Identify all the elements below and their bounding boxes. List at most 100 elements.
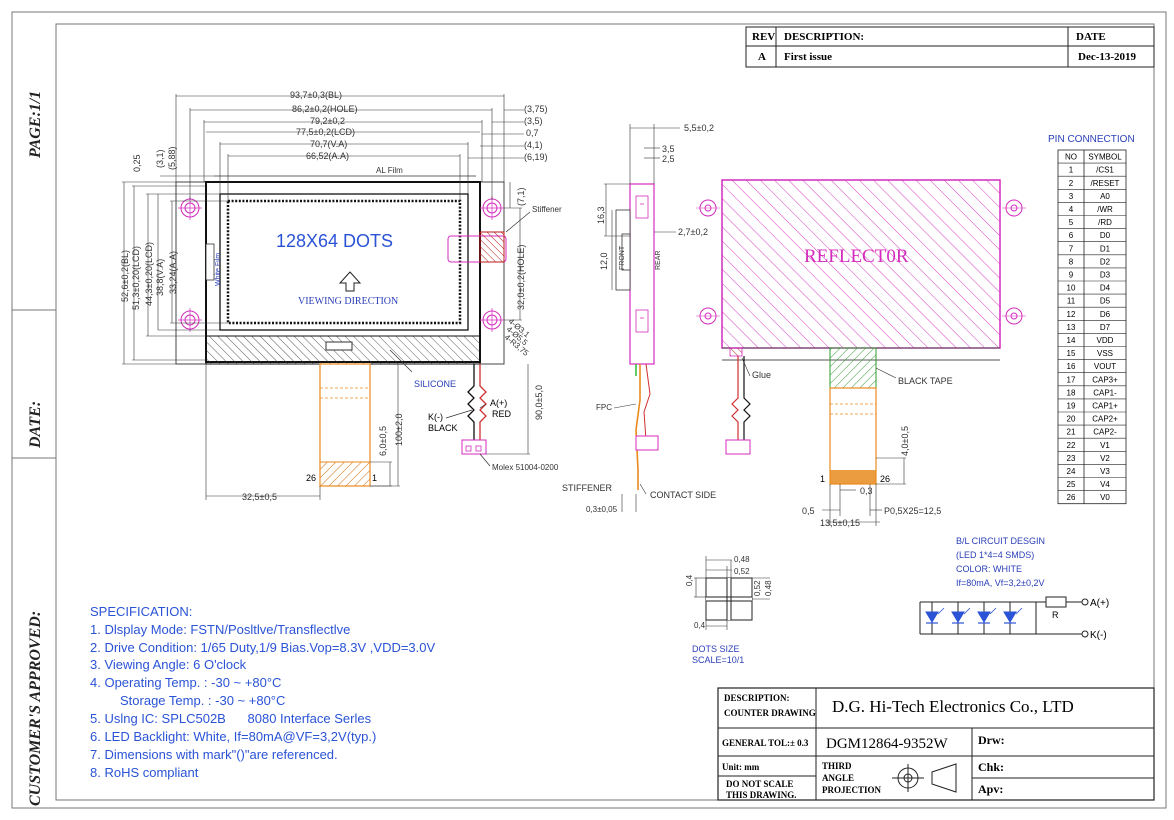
- dim-left-3: 38,8(V.A): [155, 259, 165, 296]
- rev-header: REV: [752, 31, 775, 43]
- rear-dim-2: 0,5: [802, 506, 815, 516]
- pin-number: 15: [1067, 349, 1076, 358]
- approved-label: CUSTOMER'S APPROVED:: [27, 611, 44, 806]
- rear-fpc-pin-first: 1: [820, 474, 825, 484]
- front-view: AL Film White Film 128X64 DOTS VIEWING D…: [120, 90, 562, 502]
- dim-left-1: 51,3±0,20(LCD): [131, 246, 141, 310]
- reflector-body: [721, 179, 1001, 349]
- dots-dim-5: 0,4: [694, 621, 706, 630]
- dim-small-left-2: (5,88): [167, 146, 177, 170]
- tb-apv: Apv:: [978, 782, 1003, 796]
- white-film-label: White Film: [215, 253, 222, 286]
- specification: SPECIFICATION: 1. Dlsplay Mode: FSTN/Pos…: [90, 604, 436, 780]
- stiffener-label: Stiffener: [532, 205, 562, 214]
- pin-symbol: /WR: [1097, 205, 1113, 214]
- pin-number: 23: [1067, 454, 1076, 463]
- pin-symbol: V0: [1100, 493, 1110, 502]
- pin-number: 6: [1069, 231, 1074, 240]
- led-diode-icon: [1003, 607, 1023, 624]
- bl-line-3: If=80mA, Vf=3,2±0,2V: [956, 578, 1045, 588]
- dim-hole: 32,0±0,2(HOLE): [516, 245, 526, 310]
- dim-small-left-0: 0,25: [132, 154, 142, 172]
- rev-value: A: [758, 51, 766, 63]
- pin-header-symbol: SYMBOL: [1088, 153, 1122, 162]
- pin-symbol: V4: [1100, 480, 1110, 489]
- dim-cable: 90,0±5,0: [534, 385, 544, 420]
- led-diode-icon: [925, 607, 945, 624]
- silicone-label: SILICONE: [414, 379, 456, 389]
- pin-number: 4: [1069, 205, 1074, 214]
- dim-fpc-0: 6,0±0,5: [378, 426, 388, 456]
- pin-symbol: CAP1+: [1092, 402, 1118, 411]
- side-dim-5: 2,7±0,2: [678, 227, 708, 237]
- pin-number: 11: [1067, 297, 1076, 306]
- dim-right-1: (3,5): [524, 116, 543, 126]
- rear-view: REFLECT0R Glue BLACK TAPE 1 26: [696, 179, 1026, 528]
- viewing-direction-label: VIEWING DIRECTION: [298, 296, 398, 307]
- pin-connection-title: PIN CONNECTION: [1048, 134, 1135, 145]
- rear-hole-bl: [696, 307, 720, 325]
- dots-dim-1: 0,52: [734, 567, 750, 576]
- pin-symbol: A0: [1100, 192, 1110, 201]
- led-diode-icon: [977, 607, 997, 624]
- resistor: [1045, 596, 1067, 608]
- bl-line-1: (LED 1*4=4 SMDS): [956, 550, 1034, 560]
- pin-symbol: CAP1-: [1093, 388, 1117, 397]
- pin-number: 10: [1067, 284, 1076, 293]
- dots-caption-1: SCALE=10/1: [692, 655, 744, 665]
- pin-symbol: D0: [1100, 231, 1111, 240]
- inner-frame: [55, 23, 1155, 801]
- rear-dim-1: 0,3: [860, 486, 873, 496]
- spec-item-6: 6. LED Backlight: White, If=80mA@VF=3,2V…: [90, 729, 376, 744]
- dim-top-2: 79,2±0,2: [310, 116, 345, 126]
- side-front-label: FRONT: [619, 245, 626, 270]
- pin-number: 1: [1069, 166, 1074, 175]
- pin-number: 7: [1069, 244, 1074, 253]
- rev-description: First issue: [784, 51, 832, 63]
- pin-number: 3: [1069, 192, 1074, 201]
- rev-date: Dec-13-2019: [1078, 51, 1137, 63]
- dots-caption-0: DOTS SIZE: [692, 644, 740, 654]
- side-dim-1: 3,5: [662, 144, 675, 154]
- display-text: 128X64 DOTS: [276, 231, 393, 251]
- pin-number: 16: [1067, 362, 1076, 371]
- pin-symbol: D4: [1100, 284, 1111, 293]
- resistor-label: R: [1052, 610, 1059, 620]
- dim-top-0: 93,7±0,3(BL): [290, 90, 342, 100]
- dim-fpc-1: 100±2,0: [394, 414, 404, 446]
- pin-number: 12: [1067, 310, 1076, 319]
- tb-counter-drawing: COUNTER DRAWING: [724, 708, 816, 718]
- side-dim-4: 12,0: [599, 252, 609, 270]
- tb-no-scale-0: DO NOT SCALE: [726, 779, 793, 789]
- dim-right-4: (6,19): [524, 152, 548, 162]
- tb-projection-0: THIRD: [822, 761, 852, 771]
- side-dim-2: 2,5: [662, 154, 675, 164]
- pin-number: 13: [1067, 323, 1076, 332]
- tb-drw: Drw:: [978, 733, 1005, 747]
- spec-item-2: 2. Drive Condition: 1/65 Duty,1/9 Bias.V…: [90, 640, 436, 655]
- dim-top-3: 77,5±0,2(LCD): [296, 127, 355, 137]
- dim-top-5: 66,52(A.A): [306, 151, 349, 161]
- spec-item-1: 1. Dlsplay Mode: FSTN/Posltlve/Transflec…: [90, 622, 350, 637]
- dim-left-0: 52,6±0,2(BL): [120, 250, 130, 302]
- pin-symbol: D2: [1100, 257, 1111, 266]
- stiffener-block: [447, 235, 507, 263]
- black-tape-label: BLACK TAPE: [898, 376, 953, 386]
- pin-number: 8: [1069, 257, 1074, 266]
- pin-symbol: VSS: [1097, 349, 1113, 358]
- spec-item-4: 4. Operating Temp. : -30 ~ +80°C: [90, 675, 281, 690]
- pin-symbol: V3: [1100, 467, 1110, 476]
- pin-symbol: CAP2-: [1093, 428, 1117, 437]
- dots-size-detail: 0,48 0,52 0,4 0,52 0,48 0,4 DOTS SIZE SC…: [685, 555, 773, 665]
- side-dim-0: 5,5±0,2: [684, 123, 714, 133]
- pin-number: 2: [1069, 179, 1074, 188]
- dim-bottom: 32,5±0,5: [242, 492, 277, 502]
- side-rear-label: REAR: [655, 251, 662, 270]
- dots-dim-4: 0,48: [764, 580, 773, 596]
- led-cathode-color: BLACK: [428, 423, 458, 433]
- side-dim-3: 16,3: [596, 206, 606, 224]
- spec-item-8: 8. RoHS compliant: [90, 765, 199, 780]
- bl-anode: A(+): [1090, 598, 1109, 609]
- spec-item-4b: Storage Temp. : -30 ~ +80°C: [120, 693, 285, 708]
